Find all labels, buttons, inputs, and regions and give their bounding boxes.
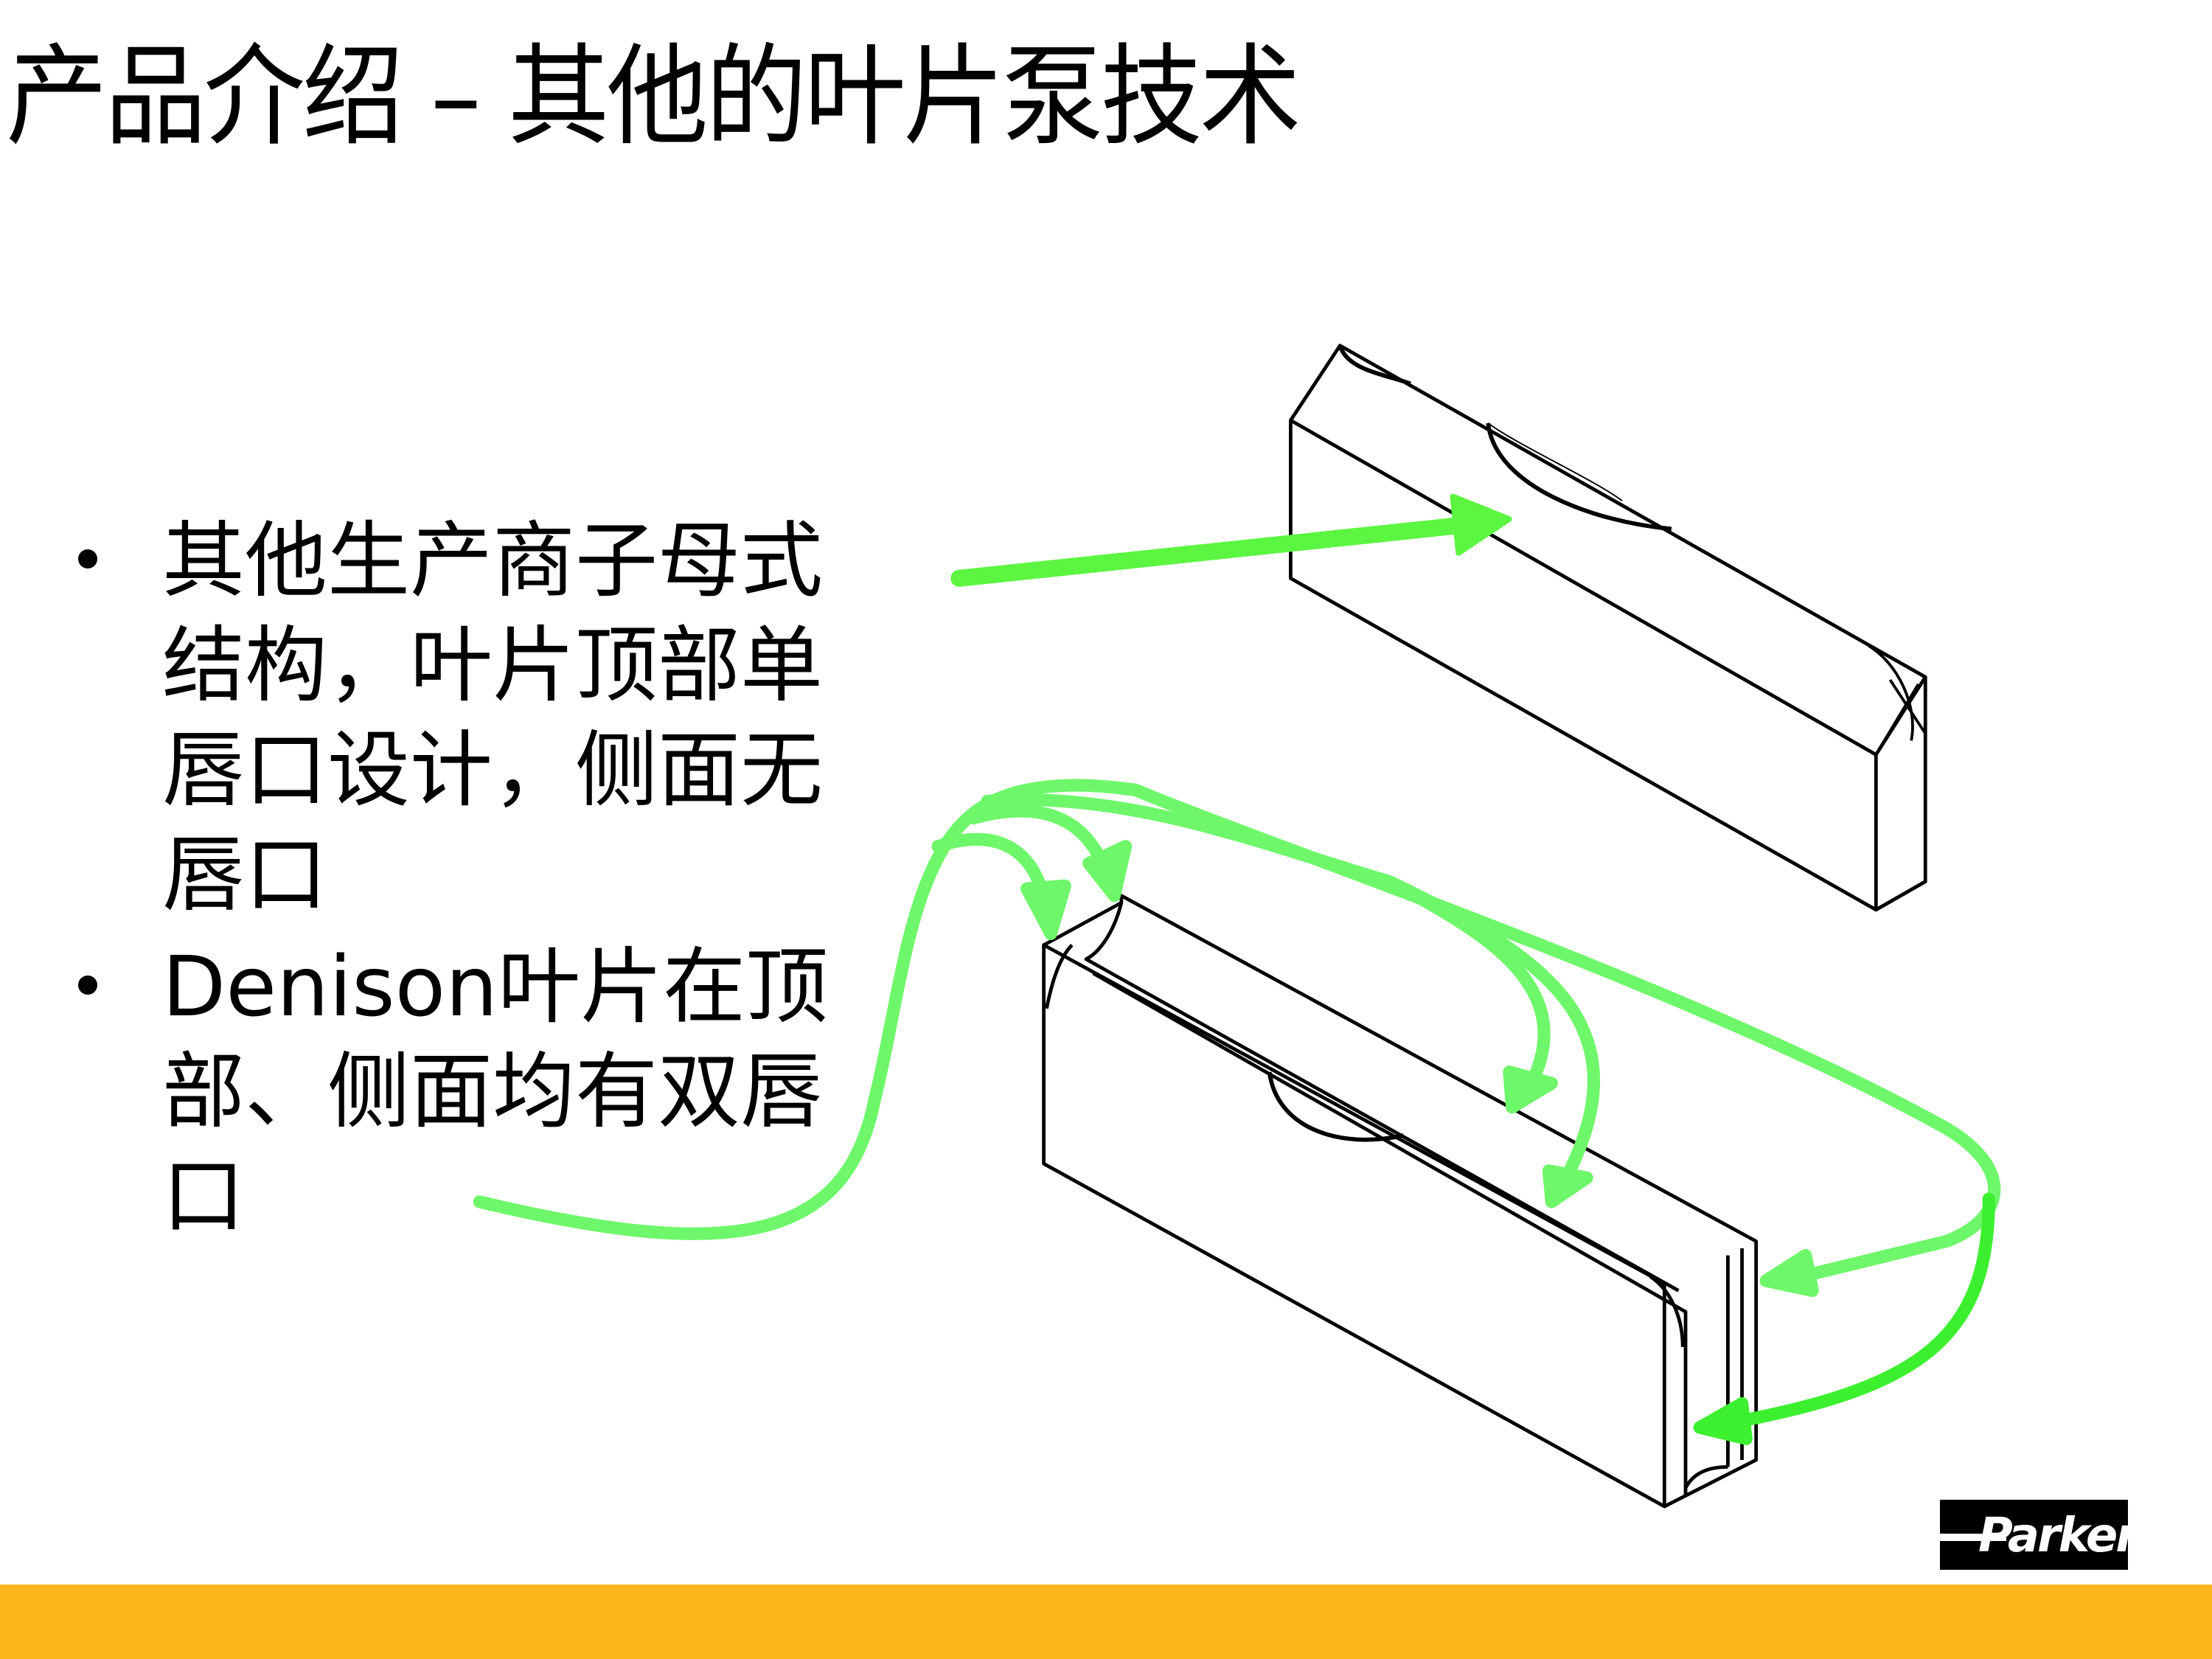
bullet-line: 其他生产商子母式	[162, 513, 823, 609]
bullet-line: 唇口设计，侧面无	[162, 723, 823, 818]
bullet-line: Denison叶片在顶	[162, 939, 829, 1035]
arrow-to-single-lip	[950, 493, 1512, 587]
logo-bar	[1940, 1534, 2006, 1541]
bullet-dot-icon	[78, 549, 97, 568]
bullet-line: 结构，叶片顶部单	[162, 618, 823, 714]
bullet-list: 其他生产商子母式 结构，叶片顶部单 唇口设计，侧面无 唇口 Denison叶片在…	[74, 509, 828, 1249]
arrows-to-double-lip	[473, 779, 2001, 1445]
parker-logo: Parker	[1940, 1500, 2128, 1570]
bullet-line: 唇口	[162, 827, 327, 923]
bullet-item-denison: Denison叶片在顶 部、侧面均有双唇 口	[74, 935, 828, 1249]
single-lip-vane-drawing	[1289, 344, 1927, 912]
bullet-item-single-lip: 其他生产商子母式 结构，叶片顶部单 唇口设计，侧面无 唇口	[74, 509, 828, 928]
footer-accent-bar	[0, 1585, 2212, 1659]
bullet-line: 口	[162, 1149, 245, 1245]
bullet-dot-icon	[78, 975, 97, 995]
logo-text: Parker	[1978, 1509, 2128, 1563]
bullet-line: 部、侧面均有双唇	[162, 1044, 823, 1140]
page-title: 产品介绍 – 其他的叶片泵技术	[6, 32, 1301, 161]
